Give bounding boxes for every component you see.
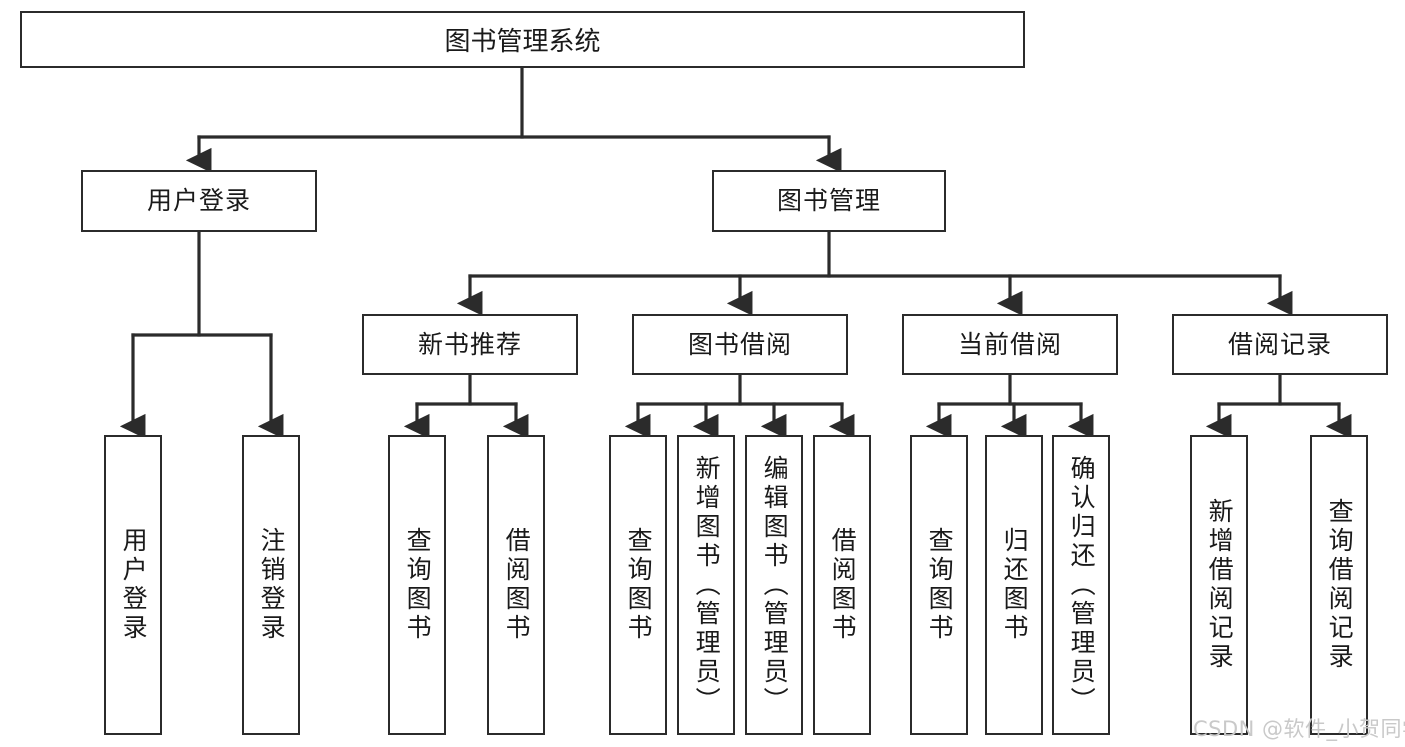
node-root-图书管理系统[interactable]: 图书管理系统 [20, 11, 1025, 68]
node-leaf-query-borrow-record[interactable]: 查询借阅记录 [1310, 435, 1368, 735]
node-leaf-add-borrow-record[interactable]: 新增借阅记录 [1190, 435, 1248, 735]
node-label: 新增借阅记录 [1205, 498, 1235, 672]
node-label: 图书管理系统 [444, 27, 601, 57]
node-label: 用户登录 [119, 527, 149, 643]
node-leaf-query-book-cur[interactable]: 查询图书 [910, 435, 968, 735]
node-label: 用户登录 [146, 186, 251, 216]
node-label: 新书推荐 [417, 329, 522, 359]
csdn-watermark: CSDN @软件_小贺同学 [1193, 717, 1405, 741]
node-label: 借阅图书 [502, 527, 532, 643]
node-leaf-query-book-rec[interactable]: 查询图书 [388, 435, 446, 735]
node-label: 查询图书 [403, 527, 433, 643]
node-label: 编辑图书（管理员） [760, 454, 790, 716]
node-leaf-add-book-admin[interactable]: 新增图书（管理员） [677, 435, 735, 735]
node-label: 图书借阅 [687, 329, 792, 359]
node-label: 新增图书（管理员） [692, 454, 722, 716]
node-leaf-user-login[interactable]: 用户登录 [104, 435, 162, 735]
node-leaf-borrow-book-bor[interactable]: 借阅图书 [813, 435, 871, 735]
node-book-manage[interactable]: 图书管理 [712, 170, 946, 232]
node-label: 归还图书 [1000, 527, 1030, 643]
node-leaf-user-logout[interactable]: 注销登录 [242, 435, 300, 735]
node-leaf-return-book[interactable]: 归还图书 [985, 435, 1043, 735]
node-new-book-rec[interactable]: 新书推荐 [362, 314, 578, 375]
node-label: 查询借阅记录 [1325, 498, 1355, 672]
node-leaf-borrow-book-rec[interactable]: 借阅图书 [487, 435, 545, 735]
node-label: 借阅图书 [828, 527, 858, 643]
node-label: 借阅记录 [1227, 329, 1332, 359]
node-current-borrow[interactable]: 当前借阅 [902, 314, 1118, 375]
node-user-login[interactable]: 用户登录 [81, 170, 317, 232]
node-book-borrow[interactable]: 图书借阅 [632, 314, 848, 375]
node-label: 注销登录 [257, 527, 287, 643]
node-label: 图书管理 [776, 186, 881, 216]
node-leaf-query-book-bor[interactable]: 查询图书 [609, 435, 667, 735]
node-label: 查询图书 [925, 527, 955, 643]
node-leaf-confirm-return-admin[interactable]: 确认归还（管理员） [1052, 435, 1110, 735]
node-label: 当前借阅 [957, 329, 1062, 359]
node-leaf-edit-book-admin[interactable]: 编辑图书（管理员） [745, 435, 803, 735]
node-borrow-record[interactable]: 借阅记录 [1172, 314, 1388, 375]
node-label: 查询图书 [624, 527, 654, 643]
node-label: 确认归还（管理员） [1067, 454, 1097, 716]
